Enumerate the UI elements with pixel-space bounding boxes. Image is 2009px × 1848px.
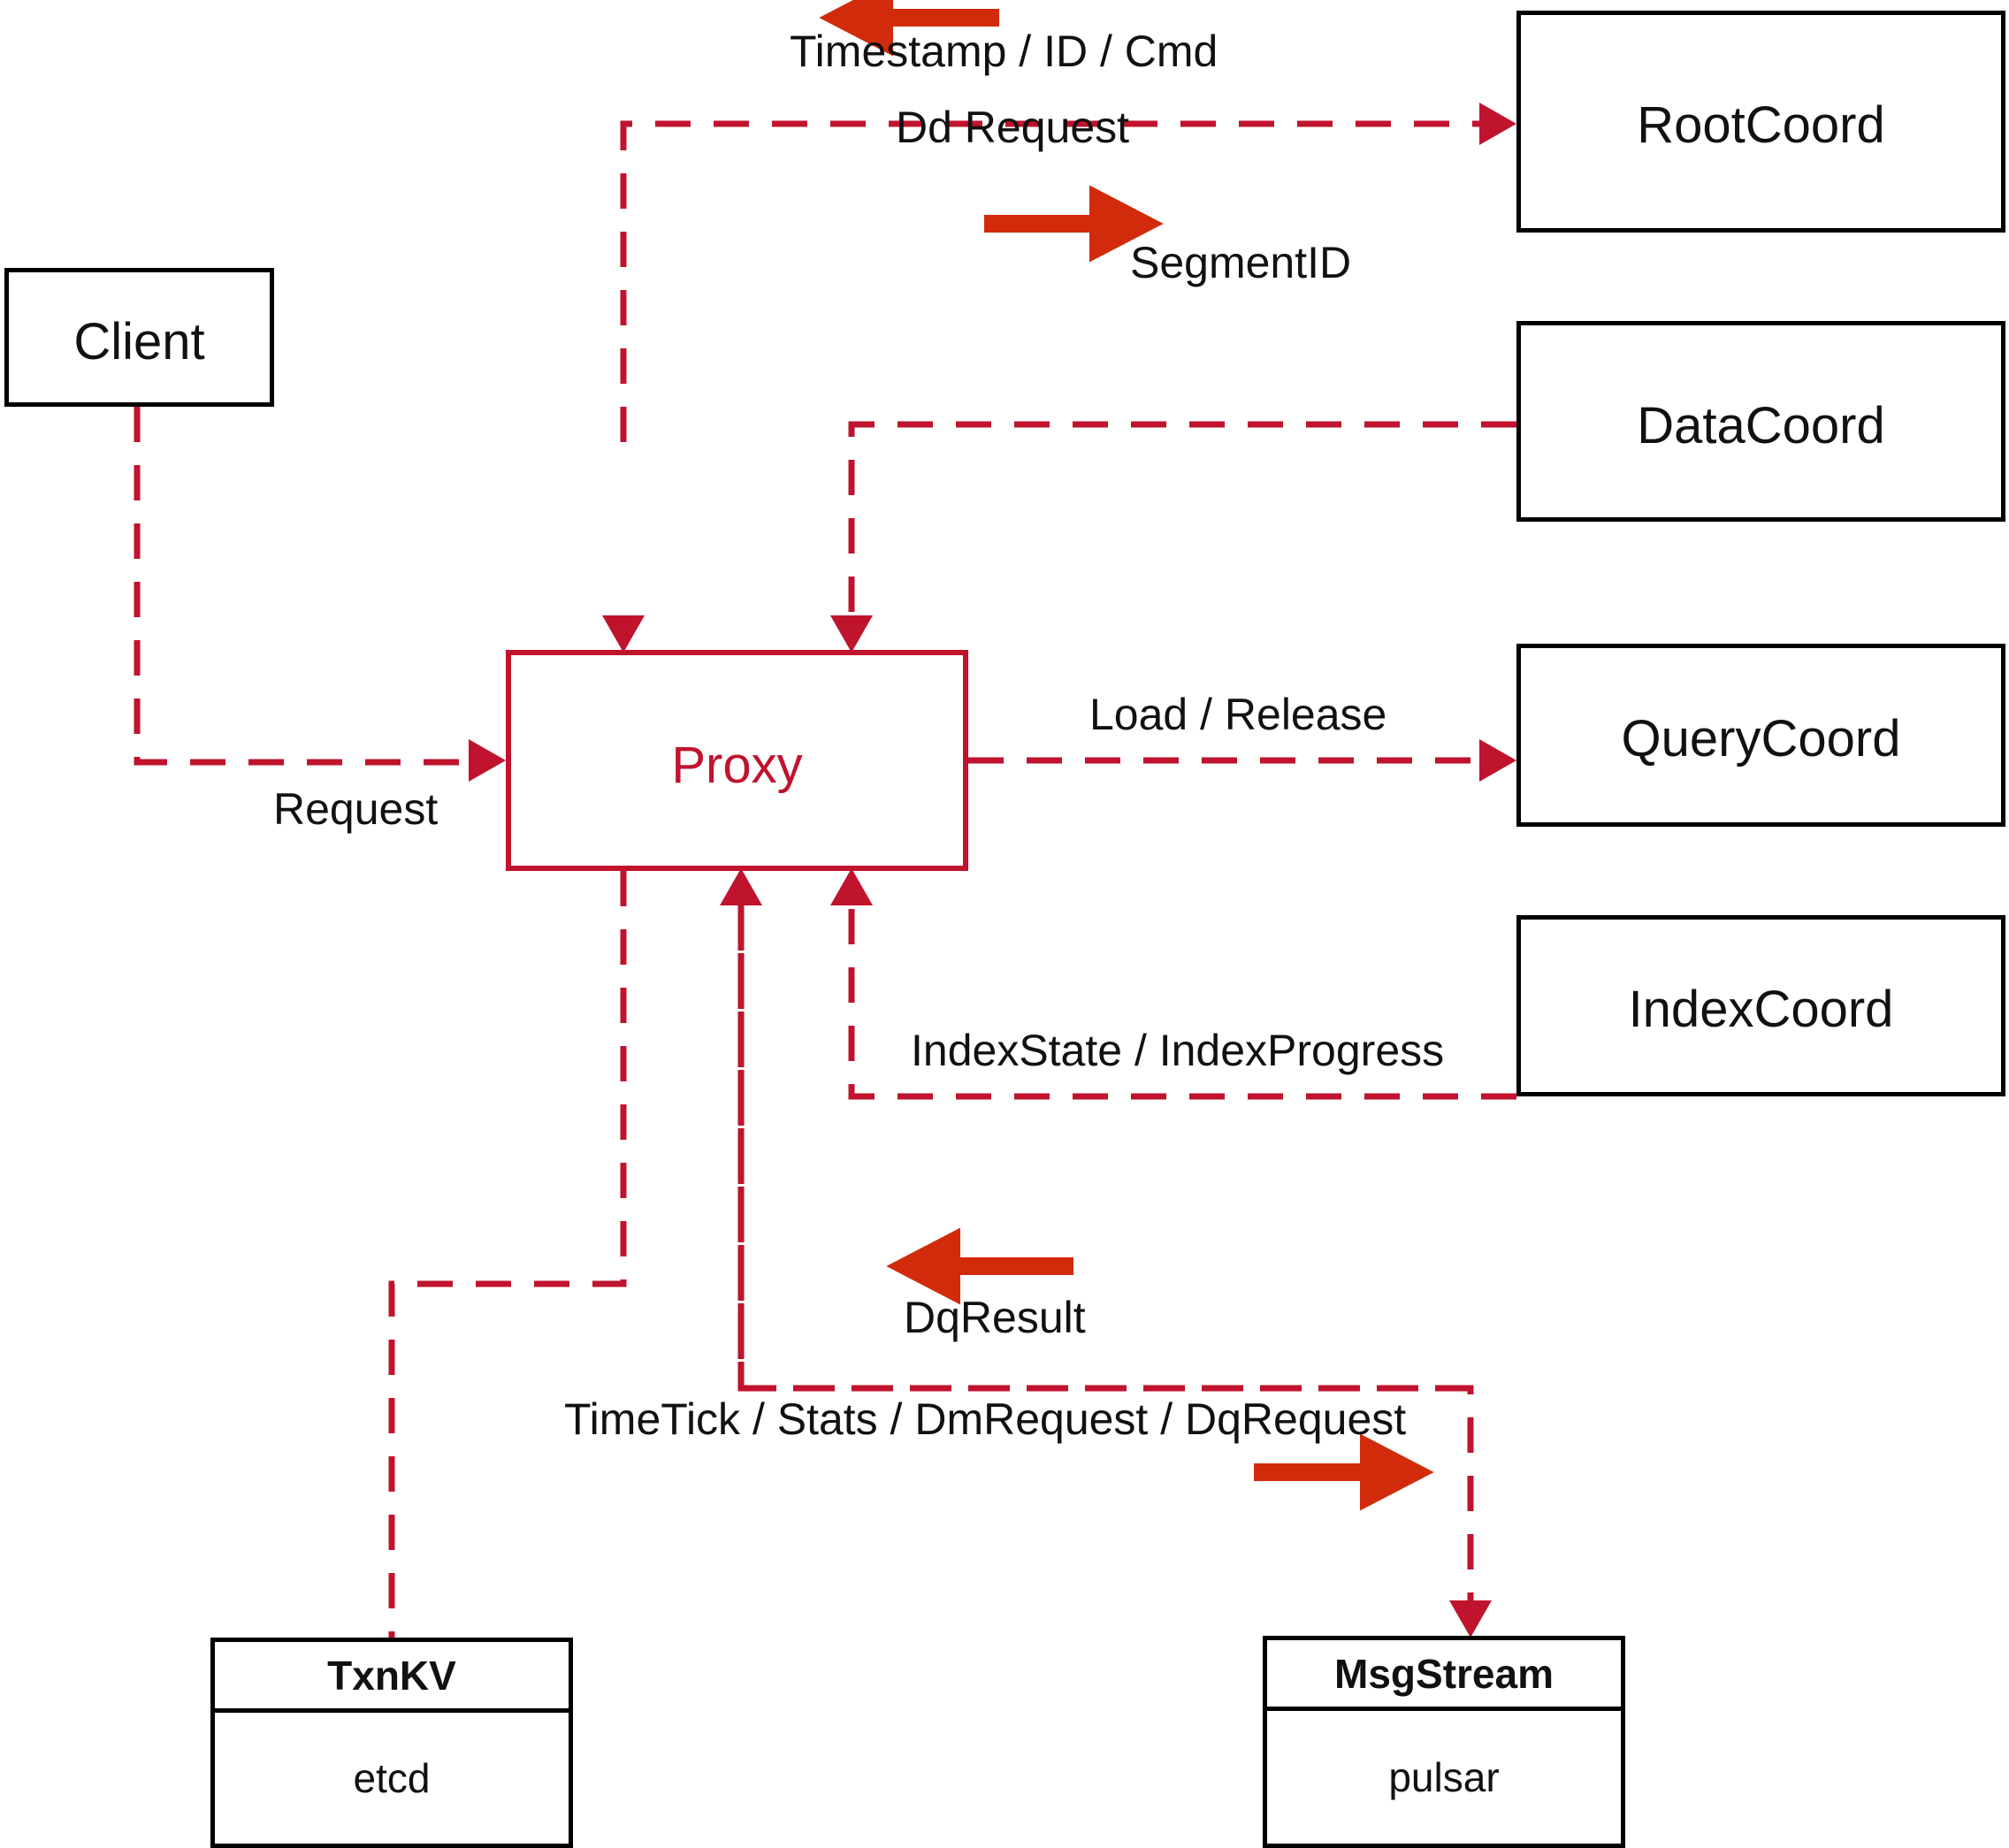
node-proxy[interactable]: Proxy [506,650,968,871]
connector-datacoord-to-proxy [848,421,1516,626]
connector-proxy-to-txnkv [388,871,627,1638]
component-msgstream[interactable]: MsgStream pulsar [1263,1636,1625,1848]
node-datacoord-label: DataCoord [1637,397,1885,454]
connector-client-to-proxy [134,407,482,766]
node-client[interactable]: Client [4,268,274,407]
arrowhead-indexstate-into-proxy [830,868,873,905]
arrowhead-timestamp-into-proxy [602,615,645,653]
edge-label-dd-request: Dd Request [896,103,1130,152]
edge-label-index-state: IndexState / IndexProgress [911,1026,1445,1075]
component-txnkv-header: TxnKV [215,1642,569,1713]
edge-label-segment-id: SegmentID [1130,238,1352,287]
arrowhead-request-into-proxy [469,739,506,782]
node-indexcoord[interactable]: IndexCoord [1516,915,2005,1096]
edge-label-timetick-stats: TimeTick / Stats / DmRequest / DqRequest [564,1394,1407,1444]
annotation-arrow-left-timestamp [819,0,999,57]
connector-proxy-to-msgstream-leg [741,1385,1474,1611]
component-txnkv[interactable]: TxnKV etcd [210,1638,573,1848]
node-client-label: Client [73,313,205,370]
component-txnkv-body: etcd [353,1755,431,1801]
node-querycoord-label: QueryCoord [1621,710,1901,767]
node-datacoord[interactable]: DataCoord [1516,321,2005,522]
arrowhead-dqresult-into-proxy [720,868,762,905]
edge-label-timestamp-id-cmd: Timestamp / ID / Cmd [790,27,1218,76]
node-indexcoord-label: IndexCoord [1628,981,1894,1038]
component-msgstream-body: pulsar [1388,1754,1500,1800]
node-rootcoord[interactable]: RootCoord [1516,11,2005,233]
annotation-arrow-right-dd-request [984,185,1164,263]
node-proxy-label: Proxy [671,737,803,794]
arrowhead-segmentid-into-proxy [830,615,873,653]
edge-label-load-release: Load / Release [1089,690,1387,739]
node-rootcoord-label: RootCoord [1637,96,1885,154]
annotation-arrow-left-dq-result [886,1227,1073,1305]
edge-label-dq-result: DqResult [904,1293,1086,1342]
node-querycoord[interactable]: QueryCoord [1516,644,2005,827]
component-msgstream-header: MsgStream [1267,1640,1621,1711]
arrowhead-into-msgstream [1449,1600,1492,1638]
connector-proxy-to-rootcoord [620,120,1490,442]
annotation-arrow-right-dq-request [1254,1433,1434,1511]
arrowhead-into-querycoord [1479,739,1516,782]
arrowhead-into-rootcoord [1479,103,1516,145]
connector-indexcoord-to-proxy [848,895,1516,1100]
edge-label-request: Request [273,784,439,834]
